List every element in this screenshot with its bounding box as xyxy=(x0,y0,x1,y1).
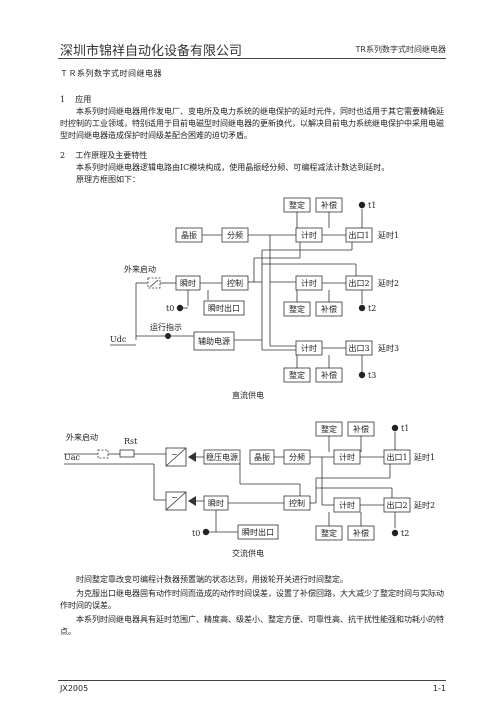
ac-waibu-label: 外来启动 xyxy=(66,432,98,442)
ac-wenya-label: 稳压电源 xyxy=(206,452,238,462)
dc-shunshi-chukou-label: 瞬时出口 xyxy=(208,303,240,313)
ac-jingzhen-label: 晶振 xyxy=(254,452,270,462)
ac-shunshi-label: 瞬时 xyxy=(208,498,224,508)
ac-caption: 交流供电 xyxy=(232,548,264,558)
ac-wenya-box xyxy=(203,449,241,465)
dc-zhengding-label-3: 整定 xyxy=(289,370,305,380)
ac-shunshi-chukou-label: 瞬时出口 xyxy=(242,527,274,537)
footer-code: JX2005 xyxy=(60,684,89,693)
ac-fenpin-label: 分频 xyxy=(289,452,305,462)
dc-kongzhi-label: 控制 xyxy=(227,278,243,288)
dc-chukou1-label: 出口1 xyxy=(348,230,369,240)
dc-t3-label: t3 xyxy=(368,371,376,380)
dc-buchang-label-2: 补偿 xyxy=(321,304,337,314)
section-1-title: 应用 xyxy=(75,95,92,104)
dc-yanshi1-label: 延时1 xyxy=(378,230,399,240)
ac-t2-label: t2 xyxy=(401,529,409,538)
ac-jishi-label-1: 计时 xyxy=(339,452,355,462)
closing-paragraph-3: 本系列时间继电器具有延时范围广、精度高、级差小、整定方便、可靠性高、抗干扰性能强… xyxy=(60,615,444,636)
header-rule xyxy=(58,58,446,59)
footer-rule xyxy=(58,680,446,681)
dc-yanshi3-label: 延时3 xyxy=(378,343,399,353)
section-2-heading: 2 工作原理及主要特性 xyxy=(60,150,147,162)
dc-buchang-label-3: 补偿 xyxy=(321,370,337,380)
ac-buchang-label-1: 补偿 xyxy=(353,424,369,434)
dc-buchang-label-1: 补偿 xyxy=(321,200,337,210)
closing-paragraph-2: 为克服出口继电器固有动作时间而造成的动作时间误差，设置了补偿回路，大大减少了整定… xyxy=(60,589,444,610)
dc-yunxing-label: 运行指示 xyxy=(150,322,182,332)
section-2-number: 2 xyxy=(60,151,66,160)
ac-wave-icon-2: ~ xyxy=(171,493,178,502)
section-2-title: 工作原理及主要特性 xyxy=(75,151,148,160)
ac-t1-label: t1 xyxy=(401,424,409,433)
dc-buchang-box-2 xyxy=(315,301,343,317)
dc-zhengding-label-1: 整定 xyxy=(289,200,305,210)
ac-t2-terminal-icon xyxy=(391,529,399,537)
ac-kongzhi-label: 控制 xyxy=(289,498,305,508)
dc-caption: 直流供电 xyxy=(232,390,264,400)
dc-zhengding-box-2 xyxy=(283,301,311,317)
dc-fenpin-label: 分频 xyxy=(227,230,243,240)
doc-title: ＴＲ系列数字式时间继电器 xyxy=(60,69,162,78)
ac-t0-terminal-icon xyxy=(202,528,210,536)
dc-fuzhu-box xyxy=(193,331,235,351)
ac-rst-resistor-icon xyxy=(119,449,135,458)
footer-page: 1-1 xyxy=(432,684,446,693)
ac-jishi-label-2: 计时 xyxy=(339,500,355,510)
ac-zhengding-label-2: 整定 xyxy=(321,528,337,538)
product-name: TR系列数字式时间继电器 xyxy=(355,45,446,54)
ac-buchang-box-2 xyxy=(347,525,375,541)
ac-shunshi-chukou-box xyxy=(237,524,279,540)
section-2-sub: 原理方框图如下： xyxy=(76,175,140,184)
dc-zhengding-box-3 xyxy=(283,367,311,383)
ac-zhengding-label-1: 整定 xyxy=(321,424,337,434)
ac-diode-2-icon xyxy=(188,496,196,506)
dc-buchang-box-3 xyxy=(315,367,343,383)
dc-shunshi-label: 瞬时 xyxy=(180,278,196,288)
ac-buchang-label-2: 补偿 xyxy=(353,528,369,538)
dc-t2-label: t2 xyxy=(368,304,376,313)
ac-zhengding-box-2 xyxy=(315,525,343,541)
dc-chukou3-label: 出口3 xyxy=(348,343,369,353)
dc-t2-terminal-icon xyxy=(358,304,366,312)
ac-chukou2-label: 出口2 xyxy=(386,500,407,510)
dc-jishi-label-1: 计时 xyxy=(301,230,317,240)
section-1-body: 本系列时间继电器用作发电厂、变电所及电力系统的继电保护的延时元件，同时也适用于其… xyxy=(60,107,444,140)
dc-chukou2-label: 出口2 xyxy=(348,278,369,288)
dc-t1-label: t1 xyxy=(368,201,376,210)
dc-diagram: 整定 补偿 t1 晶振 分频 计时 出口1 延时1 xyxy=(110,197,399,400)
dc-t1-terminal-icon xyxy=(358,201,366,209)
dc-t3-terminal-icon xyxy=(358,371,366,379)
ac-wave-icon-1: ~ xyxy=(171,450,178,459)
dc-t0-label: t0 xyxy=(166,304,174,313)
ac-rst-label: Rst xyxy=(124,437,138,446)
dc-udc-label: Udc xyxy=(110,335,127,344)
dc-jingzhen-label: 晶振 xyxy=(181,230,197,240)
dc-jishi-label-3: 计时 xyxy=(301,343,317,353)
ac-start-switch-icon xyxy=(97,449,109,459)
ac-t1-terminal-icon xyxy=(391,424,399,432)
dc-fuzhu-label: 辅助电源 xyxy=(198,336,230,346)
closing-paragraph-1: 时间整定靠改变可编程计数器预置端的状态达到，用拨轮开关进行时间整定。 xyxy=(76,575,348,584)
section-1-heading: 1 应用 xyxy=(60,94,91,106)
dc-waibu-label: 外来启动 xyxy=(124,264,156,274)
ac-chukou1-label: 出口1 xyxy=(386,452,407,462)
ac-diagram: 整定 补偿 t1 外来启动 Rst Uac ~ 稳压电源 晶振 分频 计时 出口… xyxy=(64,421,435,558)
section-2-body: 本系列时间继电器逻辑电路由IC模块构成，使用晶振经分频、可编程减法计数达到延时。 xyxy=(76,163,390,172)
dc-shunshi-chukou-box xyxy=(203,300,245,316)
ac-t0-label: t0 xyxy=(192,529,200,538)
ac-yanshi2-label: 延时2 xyxy=(414,500,435,510)
section-1-number: 1 xyxy=(60,95,66,104)
company-name: 深圳市锦祥自动化设备有限公司 xyxy=(60,44,243,59)
ac-uac-label: Uac xyxy=(64,453,81,462)
ac-diode-1-icon xyxy=(188,452,196,462)
dc-yanshi2-label: 延时2 xyxy=(378,278,399,288)
ac-yanshi1-label: 延时1 xyxy=(414,452,435,462)
dc-jishi-label-2: 计时 xyxy=(301,278,317,288)
dc-zhengding-label-2: 整定 xyxy=(289,304,305,314)
